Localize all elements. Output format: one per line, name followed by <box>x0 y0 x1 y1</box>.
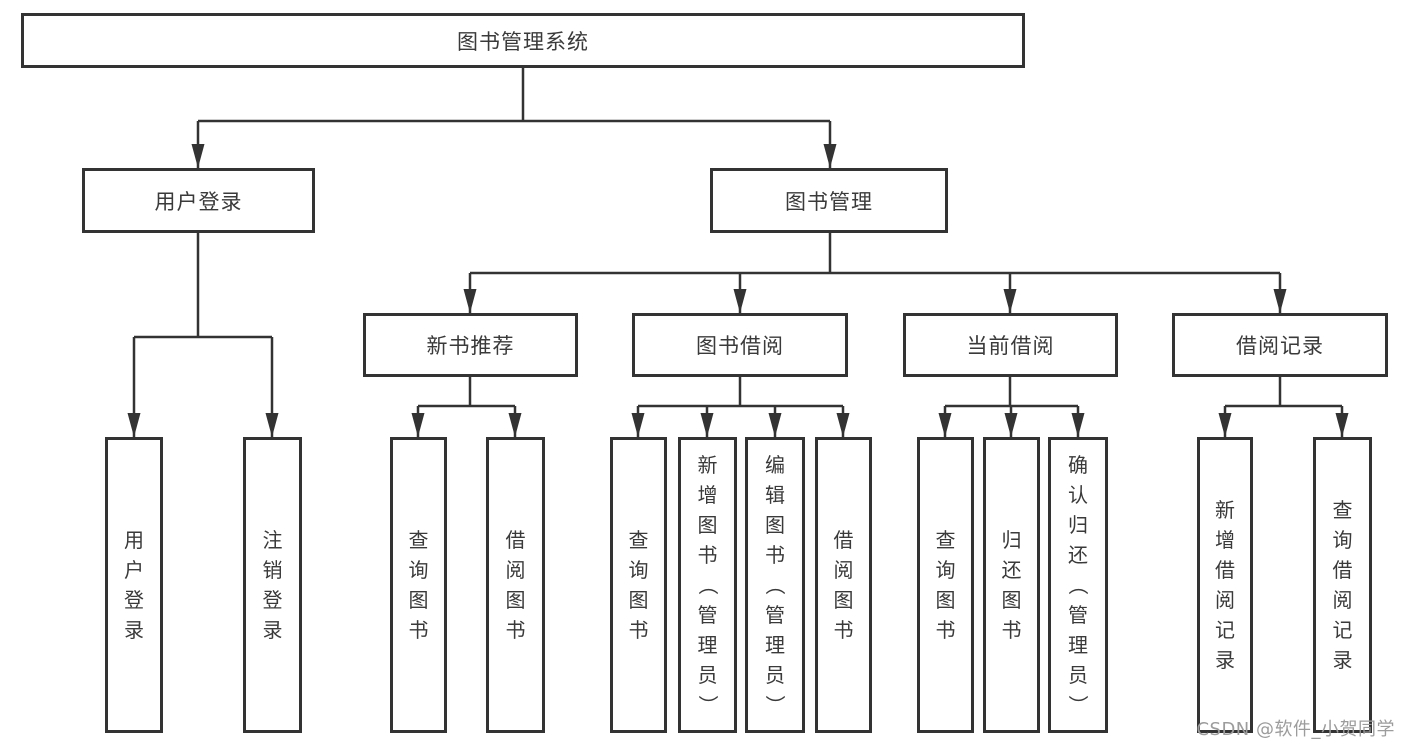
node-leaf-return-book: 归还图书 <box>983 437 1040 733</box>
node-leaf-add-borrow-record: 新增借阅记录 <box>1197 437 1253 733</box>
node-leaf-user-login: 用户登录 <box>105 437 163 733</box>
node-label: 查询借阅记录 <box>1332 498 1353 672</box>
node-leaf-borrow-book-recommend: 借阅图书 <box>486 437 545 733</box>
node-new-book-recommend: 新书推荐 <box>363 313 578 377</box>
node-borrow-records: 借阅记录 <box>1172 313 1388 377</box>
node-label: 用户登录 <box>154 189 243 214</box>
node-label: 图书管理系统 <box>457 29 589 54</box>
node-label: 查询图书 <box>408 528 429 642</box>
connector-book-borrow-children <box>636 377 845 437</box>
node-leaf-query-book-borrow: 查询图书 <box>610 437 667 733</box>
node-label: 查询图书 <box>935 528 956 642</box>
arrowheads <box>127 144 1349 437</box>
node-book-borrow: 图书借阅 <box>632 313 848 377</box>
node-leaf-query-book-recommend: 查询图书 <box>390 437 447 733</box>
node-label: 借阅记录 <box>1236 334 1324 358</box>
node-label: 当前借阅 <box>966 334 1055 358</box>
connector-user-login-children <box>132 233 274 437</box>
node-current-borrow: 当前借阅 <box>903 313 1118 377</box>
node-label: 借阅图书 <box>833 528 854 642</box>
node-label: 注销登录 <box>262 528 283 642</box>
node-label: 新增借阅记录 <box>1215 498 1235 672</box>
node-label: 图书管理 <box>785 189 873 214</box>
node-user-login: 用户登录 <box>82 168 315 233</box>
node-leaf-logout: 注销登录 <box>243 437 302 733</box>
node-label: 归还图书 <box>1001 528 1022 642</box>
node-label: 新增图书（管理员） <box>695 453 720 715</box>
node-leaf-query-borrow-record: 查询借阅记录 <box>1313 437 1372 733</box>
node-label: 确认归还（管理员） <box>1066 453 1090 715</box>
connector-book-management-children <box>468 233 1282 313</box>
node-leaf-edit-book-admin: 编辑图书（管理员） <box>745 437 805 733</box>
node-label: 借阅图书 <box>505 528 526 642</box>
connector-new-book-recommend-children <box>416 377 517 437</box>
node-leaf-query-book-current: 查询图书 <box>917 437 974 733</box>
node-library-management-system: 图书管理系统 <box>21 13 1025 68</box>
node-label: 查询图书 <box>628 528 649 642</box>
node-label: 图书借阅 <box>696 334 784 358</box>
node-leaf-add-book-admin: 新增图书（管理员） <box>678 437 737 733</box>
node-leaf-borrow-book: 借阅图书 <box>815 437 872 733</box>
node-label: 编辑图书（管理员） <box>763 453 787 715</box>
csdn-watermark: CSDN @软件_小贺同学 <box>1196 719 1395 740</box>
connector-borrow-records-children <box>1223 377 1344 437</box>
node-label: 用户登录 <box>124 528 144 642</box>
node-leaf-confirm-return-admin: 确认归还（管理员） <box>1048 437 1108 733</box>
node-book-management: 图书管理 <box>710 168 948 233</box>
connector-root-to-level2 <box>196 68 832 168</box>
node-label: 新书推荐 <box>426 334 515 358</box>
